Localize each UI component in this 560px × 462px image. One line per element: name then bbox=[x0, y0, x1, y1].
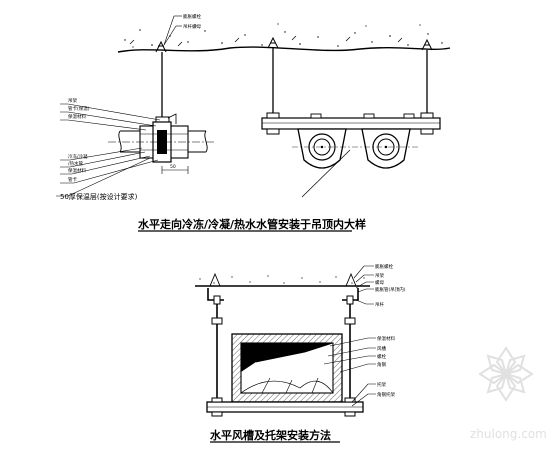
leader-labels-left-1: 吊架 管卡(保温) 保温材料 冷冻/冷凝 /热水管 保温材料 管卡 50厚保温层… bbox=[56, 98, 161, 201]
label-duct: 风槽 bbox=[377, 345, 386, 352]
ceiling-brackets bbox=[207, 288, 359, 305]
label-clamp: 管卡 bbox=[68, 176, 77, 183]
ceiling-slab-2 bbox=[195, 272, 370, 287]
dimension-text: 50 bbox=[170, 164, 176, 170]
label-insulation-material: 保温材料 bbox=[377, 335, 395, 342]
watermark: zhulong.com bbox=[470, 346, 547, 441]
caption-1-group: 水平走向冷冻/冷凝/热水水管安装于吊顶内大样 bbox=[138, 217, 366, 232]
ceiling-slab-1 bbox=[117, 23, 451, 53]
label-expansion-bolt: 膨胀螺栓 bbox=[183, 13, 201, 20]
drawing-2-detail: 膨胀螺栓 吊架 螺母 膨胀管(吊顶内) 吊杆 bbox=[195, 263, 406, 443]
air-duct-section bbox=[231, 333, 343, 403]
label-bolt: 螺栓 bbox=[377, 353, 386, 360]
trapeze-hanger-front-view bbox=[261, 48, 441, 198]
label-hanger-rod: 吊杆 bbox=[375, 301, 384, 308]
leader-labels-right-2: 保温材料 风槽 螺栓 角钢 托架 角钢托架 bbox=[323, 335, 395, 407]
caption-2-group: 水平风槽及托架安装方法 bbox=[210, 428, 340, 443]
label-expansion-bolt-2: 膨胀螺栓 bbox=[375, 263, 393, 270]
label-hanger-nut: 吊杆螺母 bbox=[183, 23, 201, 30]
label-thickness-note: 50厚保温层(按设计要求) bbox=[60, 192, 138, 201]
pipe-support-side-view: 50 bbox=[108, 52, 214, 174]
label-angle-support: 角钢托架 bbox=[377, 391, 395, 398]
label-nut: 螺母 bbox=[375, 279, 384, 286]
label-pipe-type: 冷冻/冷凝 bbox=[68, 153, 88, 160]
label-pipe-clamp: 管卡(保温) bbox=[68, 105, 90, 112]
label-bracket: 吊架 bbox=[375, 273, 384, 279]
label-hot-water: /热水管 bbox=[68, 160, 84, 167]
watermark-text: zhulong.com bbox=[470, 427, 547, 441]
drawing-1-detail: 膨胀螺栓 吊杆螺母 50 bbox=[56, 13, 451, 232]
leader-labels-top-1: 膨胀螺栓 吊杆螺母 bbox=[163, 13, 201, 46]
leader-labels-top-2: 膨胀螺栓 吊架 螺母 膨胀管(吊顶内) 吊杆 bbox=[353, 263, 406, 308]
watermark-logo-icon bbox=[478, 346, 534, 402]
hanger-rods bbox=[211, 304, 356, 404]
duct-support-bracket bbox=[206, 397, 364, 417]
label-insulation: 保温材料 bbox=[68, 113, 86, 120]
label-insulation-2: 保温材料 bbox=[68, 167, 86, 174]
label-angle-steel: 角钢 bbox=[377, 361, 386, 368]
caption-drawing-1: 水平走向冷冻/冷凝/热水水管安装于吊顶内大样 bbox=[138, 217, 366, 231]
label-expansion-pipe: 膨胀管(吊顶内) bbox=[375, 286, 406, 293]
caption-drawing-2: 水平风槽及托架安装方法 bbox=[210, 428, 331, 442]
label-hanger: 吊架 bbox=[68, 98, 77, 104]
label-support: 托架 bbox=[377, 381, 386, 388]
